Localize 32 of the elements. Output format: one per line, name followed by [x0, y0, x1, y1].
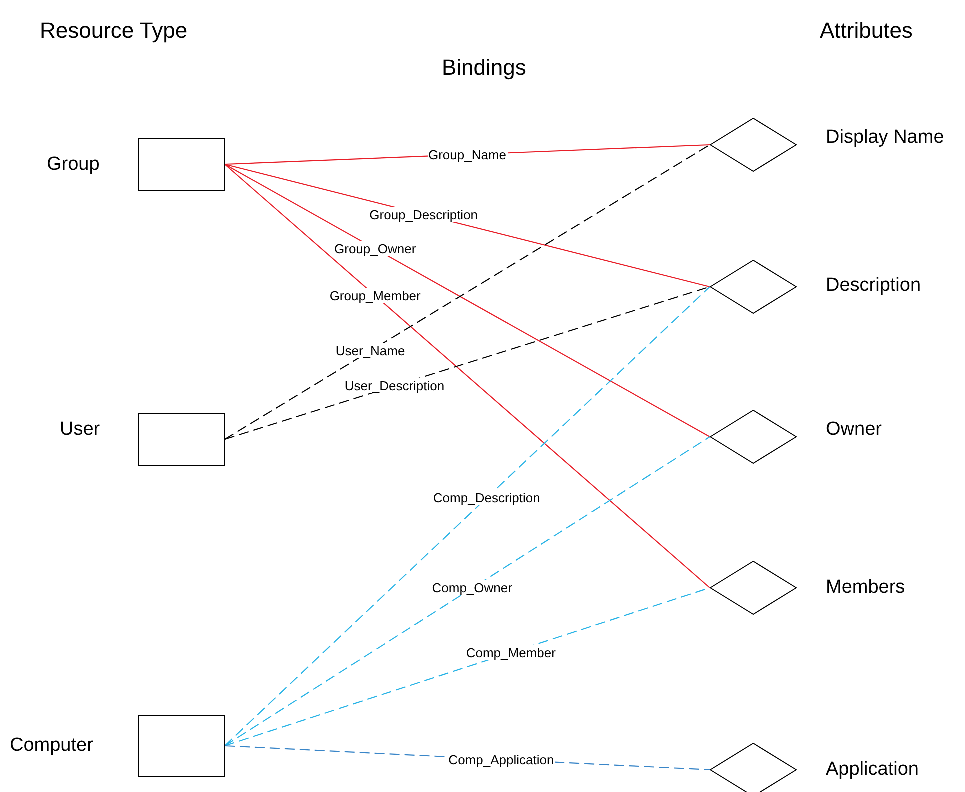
node-label: Members — [826, 577, 906, 599]
node-label: Application — [826, 759, 919, 781]
edge-label: Comp_Application — [448, 752, 556, 768]
resource-box — [138, 413, 225, 466]
attribute-diamond — [710, 410, 797, 464]
edge-label: Comp_Description — [432, 490, 542, 506]
edge-label: Group_Name — [427, 147, 508, 162]
attribute-diamond — [710, 118, 797, 172]
column-heading: Resource Type — [40, 18, 188, 44]
node-label: Display Name — [826, 127, 944, 149]
connector-line — [224, 436, 710, 746]
connector-line — [224, 164, 710, 588]
edge-label: User_Description — [344, 378, 446, 394]
edge-label: User_Name — [334, 344, 406, 359]
resource-box — [138, 138, 225, 191]
edge-label: Comp_Owner — [431, 580, 514, 596]
edge-label: Group_Member — [328, 288, 422, 304]
edge-label: Group_Description — [368, 207, 480, 222]
edge-label: Group_Owner — [334, 241, 418, 256]
attribute-diamond — [710, 260, 797, 314]
attribute-diamond — [710, 743, 797, 792]
column-heading: Bindings — [442, 55, 526, 81]
node-label: Group — [47, 154, 100, 176]
node-label: Description — [826, 275, 922, 297]
node-label: Computer — [10, 735, 94, 757]
node-label: Owner — [826, 419, 882, 441]
node-label: User — [60, 419, 100, 441]
resource-box — [138, 715, 225, 777]
attribute-diamond — [710, 561, 797, 615]
edge-label: Comp_Member — [465, 645, 557, 660]
column-heading: Attributes — [820, 18, 913, 44]
connector-line — [224, 286, 710, 746]
